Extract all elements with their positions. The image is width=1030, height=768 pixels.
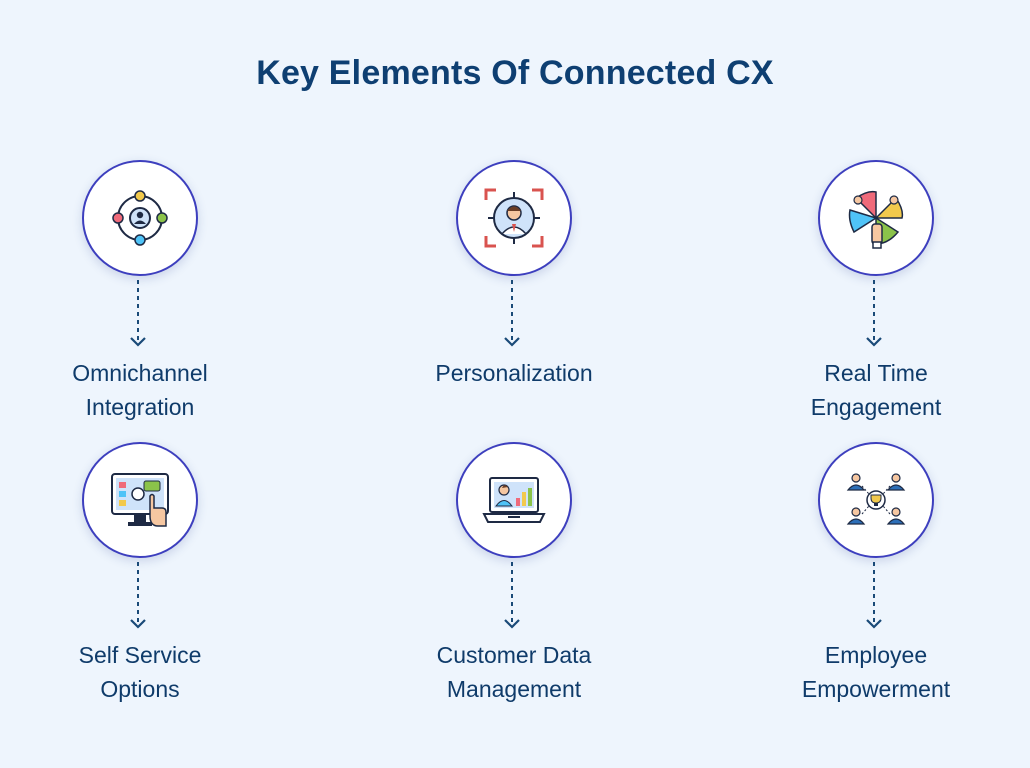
element-label: Employee Empowerment — [738, 638, 1014, 706]
label-line-1: Personalization — [435, 360, 593, 386]
arrow-down-icon — [504, 337, 520, 347]
page-title: Key Elements Of Connected CX — [256, 54, 774, 92]
dashed-connector — [511, 280, 513, 342]
omnichannel-icon — [112, 190, 168, 246]
dashed-connector — [873, 280, 875, 342]
laptop-analytics-icon — [482, 477, 546, 523]
label-line-1: Real Time — [824, 360, 928, 386]
arrow-down-icon — [866, 619, 882, 629]
dashed-connector — [873, 562, 875, 624]
label-line-2: Management — [446, 676, 582, 702]
icon-circle — [818, 160, 934, 276]
dashed-connector — [137, 562, 139, 624]
arrow-down-icon — [130, 619, 146, 629]
arrow-down-icon — [130, 337, 146, 347]
icon-circle — [818, 442, 934, 558]
arrow-down-icon — [504, 619, 520, 629]
label-line-2: Integration — [85, 394, 195, 420]
arrow-down-icon — [866, 337, 882, 347]
icon-circle — [82, 442, 198, 558]
team-trophy-icon — [846, 473, 906, 525]
element-label: Omnichannel Integration — [2, 356, 278, 424]
label-line-1: Self Service — [78, 642, 202, 668]
element-label: Personalization — [376, 356, 652, 390]
element-label: Real Time Engagement — [738, 356, 1014, 424]
touchscreen-kiosk-icon — [111, 473, 169, 527]
label-line-2: Empowerment — [801, 676, 951, 702]
dashed-connector — [511, 562, 513, 624]
personalization-target-icon — [484, 188, 544, 248]
icon-circle — [456, 442, 572, 558]
label-line-1: Customer Data — [436, 642, 592, 668]
label-line-2: Engagement — [810, 394, 942, 420]
hands-collaboration-icon — [848, 190, 904, 249]
icon-circle — [456, 160, 572, 276]
label-line-2: Options — [100, 676, 180, 702]
element-label: Self Service Options — [2, 638, 278, 706]
element-label: Customer Data Management — [376, 638, 652, 706]
icon-circle — [82, 160, 198, 276]
label-line-1: Omnichannel — [72, 360, 208, 386]
label-line-1: Employee — [824, 642, 928, 668]
dashed-connector — [137, 280, 139, 342]
